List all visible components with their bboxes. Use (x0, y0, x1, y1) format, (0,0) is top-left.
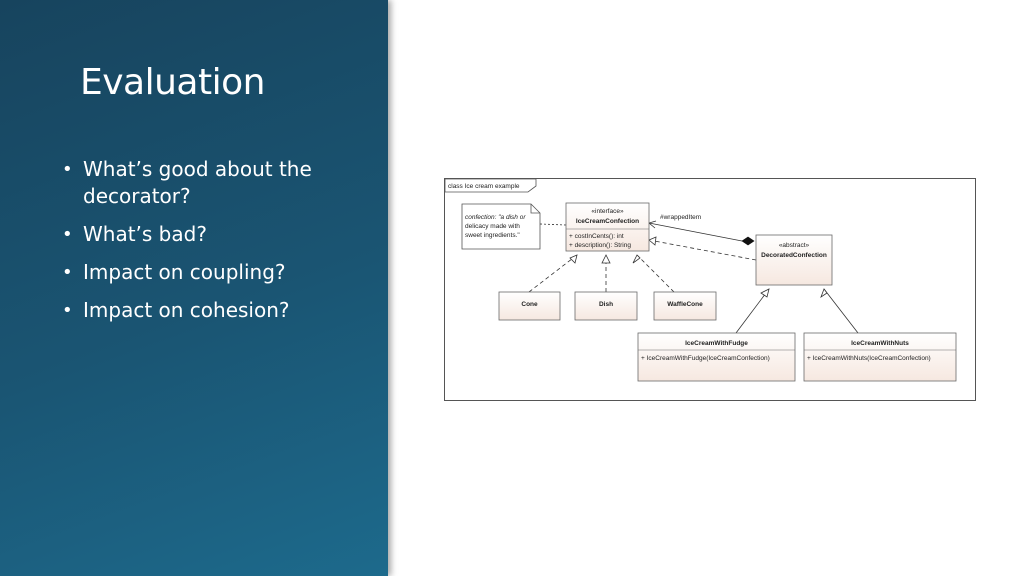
member: + IceCreamWithNuts(IceCreamConfection) (807, 355, 931, 362)
class-wafflecone: WaffleCone (653, 291, 717, 321)
realization-cone (528, 254, 578, 293)
stereotype-label: «abstract» (779, 242, 810, 249)
arrowhead-fudge (760, 288, 770, 298)
arrowhead-dish (601, 254, 611, 264)
realization-wafflecone (636, 254, 675, 293)
note-confection: confection: "a dish or delicacy made wit… (461, 203, 541, 250)
bullet-item: What’s good about the decorator? (62, 156, 362, 210)
note-line: sweet ingredients." (465, 232, 520, 239)
realization-decorated (648, 239, 757, 261)
aggregation-wrapped-item (648, 222, 743, 242)
member: + description(): String (569, 242, 631, 249)
generalization-fudge (735, 288, 770, 334)
class-name: IceCreamConfection (576, 218, 639, 225)
class-dish: Dish (574, 291, 638, 321)
slide-title: Evaluation (80, 62, 265, 103)
member: + costInCents(): int (569, 233, 624, 240)
composition-diamond (741, 236, 755, 246)
arrowheads (569, 236, 828, 299)
generalization-nuts (823, 288, 859, 334)
uml-class-diagram: class Ice cream example confection: "a d… (444, 178, 976, 401)
class-name: IceCreamWithNuts (851, 340, 909, 347)
bullet-item: Impact on coupling? (62, 259, 362, 286)
class-cone: Cone (498, 291, 561, 321)
title-panel: Evaluation What’s good about the decorat… (0, 0, 388, 576)
bullet-list: What’s good about the decorator? What’s … (62, 156, 362, 335)
arrowhead-nuts (820, 288, 828, 299)
arrowhead-decorated (648, 236, 657, 246)
class-name: DecoratedConfection (761, 252, 827, 259)
class-name: Dish (599, 301, 613, 308)
class-name: WaffleCone (667, 301, 703, 308)
class-name: Cone (521, 301, 538, 308)
stereotype-label: «interface» (591, 208, 624, 215)
class-decoratedconfection: «abstract» DecoratedConfection (755, 234, 833, 286)
bullet-item: What’s bad? (62, 221, 362, 248)
member: + IceCreamWithFudge(IceCreamConfection) (641, 355, 770, 362)
frame-label: class Ice cream example (448, 183, 520, 190)
frame-label-tab (445, 179, 537, 193)
class-icecreamwithfudge: IceCreamWithFudge + IceCreamWithFudge(Ic… (637, 332, 796, 382)
note-line: delicacy made with (465, 223, 520, 230)
uml-diagram-canvas: class Ice cream example confection: "a d… (445, 179, 957, 382)
class-icecreamconfection: «interface» IceCreamConfection + costInC… (565, 202, 650, 252)
bullet-item: Impact on cohesion? (62, 297, 362, 324)
association-label: #wrappedItem (660, 214, 701, 221)
arrowhead-wafflecone (632, 254, 641, 264)
note-line: confection: "a dish or (465, 214, 526, 221)
arrowhead-cone (569, 254, 578, 264)
note-anchor (539, 223, 567, 226)
class-icecreamwithnuts: IceCreamWithNuts + IceCreamWithNuts(IceC… (803, 332, 957, 382)
class-name: IceCreamWithFudge (685, 340, 748, 347)
